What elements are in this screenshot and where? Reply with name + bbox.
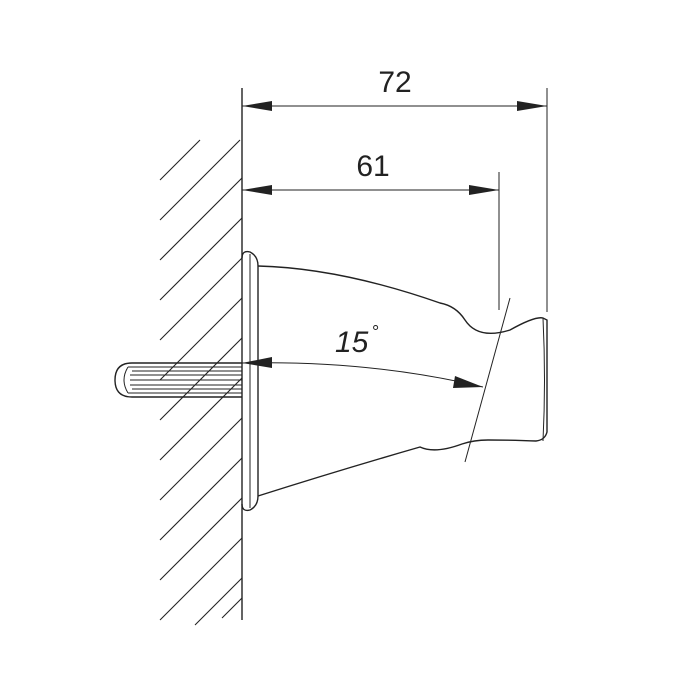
dimension-72: 72 — [242, 66, 547, 111]
mounting-pin — [114, 362, 242, 398]
dimension-61-label: 61 — [356, 150, 389, 183]
dimension-61: 61 — [242, 150, 499, 195]
holder-tip-edge — [542, 317, 545, 442]
dimension-72-label: 72 — [378, 66, 411, 99]
wall-flange — [241, 250, 259, 512]
wall-hatching — [159, 139, 243, 626]
angle-label: 15 — [335, 326, 369, 359]
angle-reference-line — [464, 297, 511, 463]
holder-body — [257, 265, 548, 497]
angle-dimension-15: 15 ° — [241, 322, 484, 388]
degree-symbol: ° — [372, 322, 379, 342]
